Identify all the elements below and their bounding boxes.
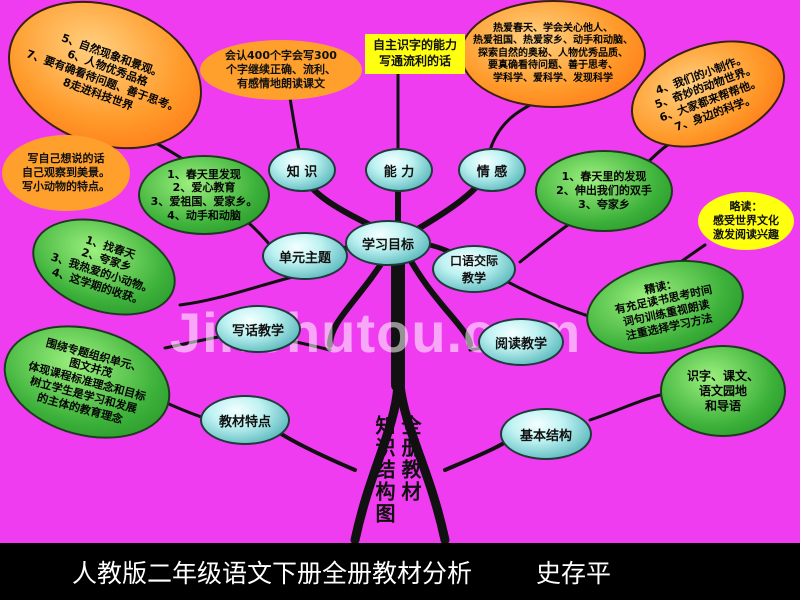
vertical-title-part1: 全册教材 — [398, 415, 422, 503]
bubble-knowledge-goals: 会认400个字会写300 个字继续正确、流利、 有感情地朗读课文 — [200, 40, 362, 100]
bubble-left-middle: 写自己想说的话 自己观察到美景。 写小动物的特点。 — [2, 135, 130, 211]
bubble-basic-structure: 识字、课文、 语文园地 和导语 — [660, 345, 786, 437]
bubble-unit-themes: 1、春天里发现 2、爱心教育 3、爱祖国、爱家乡。 4、动手和动脑 — [138, 155, 270, 235]
box-ability-goals: 自主识字的能力 写通流利的话 — [365, 34, 465, 74]
vertical-title-part2: 知识结构图 — [372, 415, 396, 525]
node-ability: 能 力 — [365, 148, 433, 192]
box-skim-reading: 略读： 感受世界文化 激发阅读兴趣 — [698, 192, 794, 250]
node-emotion: 情 感 — [458, 148, 526, 192]
node-unit-theme: 单元主题 — [262, 232, 348, 280]
node-learning-goal: 学习目标 — [345, 220, 431, 266]
node-knowledge: 知 识 — [268, 148, 336, 192]
node-writing-teaching: 写话教学 — [215, 305, 301, 353]
bubble-emotion-goals: 热爱春天、学会关心他人、 热爱祖国、热爱家乡、动手和动脑、 探索自然的奥秘、人物… — [460, 0, 646, 108]
footer-author: 史存平 — [536, 558, 612, 588]
node-basic-structure: 基本结构 — [500, 408, 592, 460]
footer-title: 人教版二年级语文下册全册教材分析 — [72, 558, 473, 588]
node-reading-teaching: 阅读教学 — [478, 318, 564, 366]
node-oral-communication: 口语交际 教学 — [432, 245, 516, 293]
footer-bar: 人教版二年级语文下册全册教材分析 史存平 — [0, 543, 800, 600]
node-textbook-features: 教材特点 — [200, 395, 290, 445]
bubble-oral-themes: 1、春天里的发现 2、伸出我们的双手 3、夸家乡 — [535, 150, 673, 232]
